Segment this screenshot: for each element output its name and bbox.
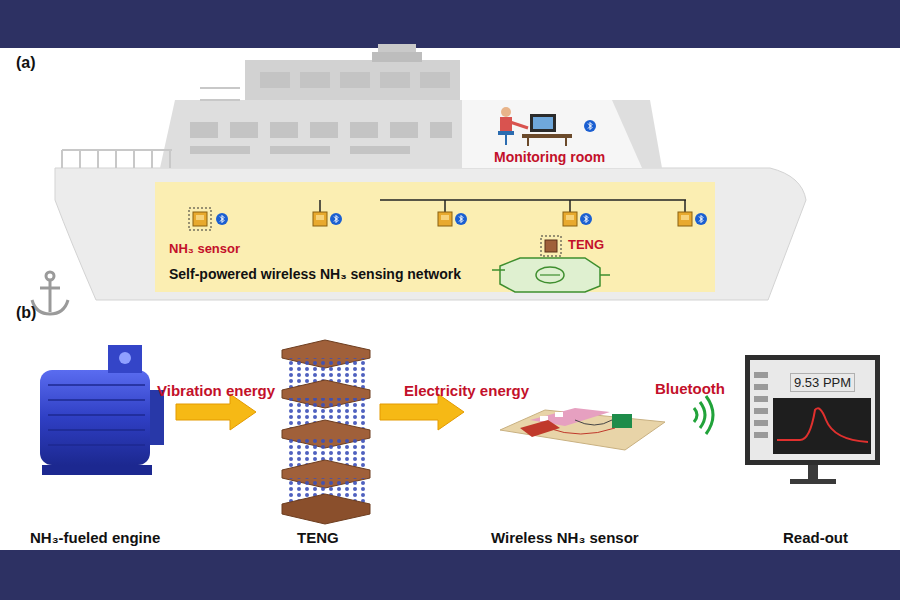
sensor-node: NH₃ sensor: [160, 212, 250, 258]
teng-icon: [545, 240, 557, 252]
readout-value: 9.53 PPM: [790, 373, 855, 392]
teng-illustration: [282, 340, 370, 524]
network-band: Self-powered wireless NH₃ sensing networ…: [155, 182, 715, 292]
node-text: Wireless NH₃ sensor: [491, 529, 639, 546]
drop-wire: [569, 200, 571, 212]
panel-letter: (a): [16, 54, 36, 72]
node-text: NH₃ sensor: [169, 241, 240, 256]
top-bar: [0, 0, 900, 48]
panel-letter: (b): [16, 304, 36, 322]
bus-wire: [380, 199, 686, 201]
sensor-icon: [563, 212, 577, 226]
node-text: Monitoring room: [494, 149, 605, 165]
sensor-highlight: [189, 208, 211, 230]
node-text: Self-powered wireless NH₃ sensing networ…: [169, 266, 461, 282]
energy-arrow: [380, 394, 464, 430]
drop-wire: [444, 200, 446, 212]
teng-node: TENG: [540, 232, 620, 256]
anchor-symbol: [32, 272, 68, 314]
node-text: Read-out: [783, 529, 848, 546]
sensor-icon: [193, 212, 207, 226]
bluetooth-icon: [455, 213, 467, 225]
edge-label: Vibration energy: [157, 382, 275, 399]
engine-illustration: [40, 345, 164, 475]
bluetooth-label: Bluetooth: [655, 380, 725, 397]
monitor-illustration: [745, 355, 880, 484]
energy-arrow: [176, 394, 256, 430]
wireless-sensor-node: Wireless NH₃ sensor: [470, 335, 660, 548]
engine-detail: [540, 274, 560, 275]
drop-wire: [319, 200, 321, 212]
sensor-illustration: [500, 408, 665, 450]
sensor-icon: [438, 212, 452, 226]
ship: [32, 44, 806, 314]
node-text: NH₃-fueled engine: [30, 529, 160, 546]
node-text: TENG: [297, 529, 339, 546]
node-text: TENG: [568, 237, 604, 252]
bluetooth-icon: [216, 213, 228, 225]
bottom-bar: [0, 550, 900, 600]
bluetooth-icon: [580, 213, 592, 225]
bluetooth-icon: [330, 213, 342, 225]
teng-stack-node: TENG: [262, 335, 374, 548]
sensor-icon: [313, 212, 327, 226]
engine-node: NH₃-fueled engine: [20, 335, 170, 548]
wireless-symbol: [694, 396, 713, 434]
readout-node: Read-out: [745, 335, 885, 548]
teng-highlight: [541, 236, 561, 256]
bluetooth-icon: [695, 213, 707, 225]
room-label-box: Monitoring room: [462, 145, 638, 169]
sensor-icon: [678, 212, 692, 226]
engine-detail: [536, 267, 564, 283]
engine-outline: [492, 258, 610, 292]
edge-label: Electricity energy: [404, 382, 529, 399]
drop-wire: [684, 200, 686, 212]
